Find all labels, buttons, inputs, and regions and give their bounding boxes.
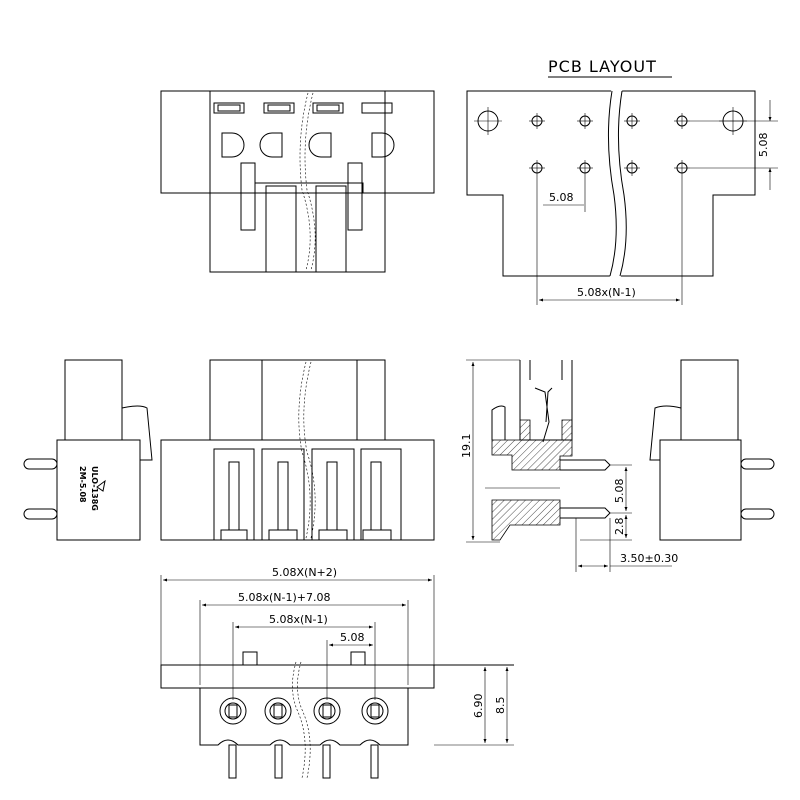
- dim-pcb-pitch-horizontal: 5.08: [549, 191, 574, 204]
- pcb-layout: PCB LAYOUT: [466, 57, 778, 305]
- front-view: [160, 359, 435, 541]
- dim-flange: 5.08x(N-1)+7.08: [238, 591, 331, 604]
- dim-side-pitch: 5.08: [613, 479, 626, 504]
- left-side-view: ULO-138G 2M-5.08: [23, 359, 153, 541]
- marking-line-1: ULO-138G: [90, 466, 99, 511]
- dim-side-small: 2.8: [613, 518, 626, 536]
- dim-height-690: 6.90: [472, 694, 485, 719]
- bottom-view: 5.08X(N+2) 5.08x(N-1)+7.08 5.08x(N-1) 5.…: [160, 566, 514, 779]
- dim-side-length: 3.50±0.30: [620, 552, 678, 565]
- dim-bottom-span: 5.08x(N-1): [269, 613, 328, 626]
- pcb-layout-title: PCB LAYOUT: [548, 57, 657, 76]
- dim-pcb-span: 5.08x(N-1): [577, 286, 636, 299]
- dim-overall: 5.08X(N+2): [272, 566, 337, 579]
- cross-section: 19.1 5.08 2.8 3.50±0.30: [460, 359, 678, 572]
- dim-height: 19.1: [460, 434, 473, 459]
- terminal-screws: [219, 697, 389, 725]
- marking-line-2: 2M-5.08: [78, 466, 87, 503]
- front-slots: [213, 448, 402, 541]
- right-side-view: [649, 359, 775, 541]
- dim-pcb-pitch-vertical: 5.08: [757, 133, 770, 158]
- dim-bottom-pitch: 5.08: [340, 631, 365, 644]
- top-view: [160, 90, 435, 273]
- dim-height-85: 8.5: [494, 697, 507, 715]
